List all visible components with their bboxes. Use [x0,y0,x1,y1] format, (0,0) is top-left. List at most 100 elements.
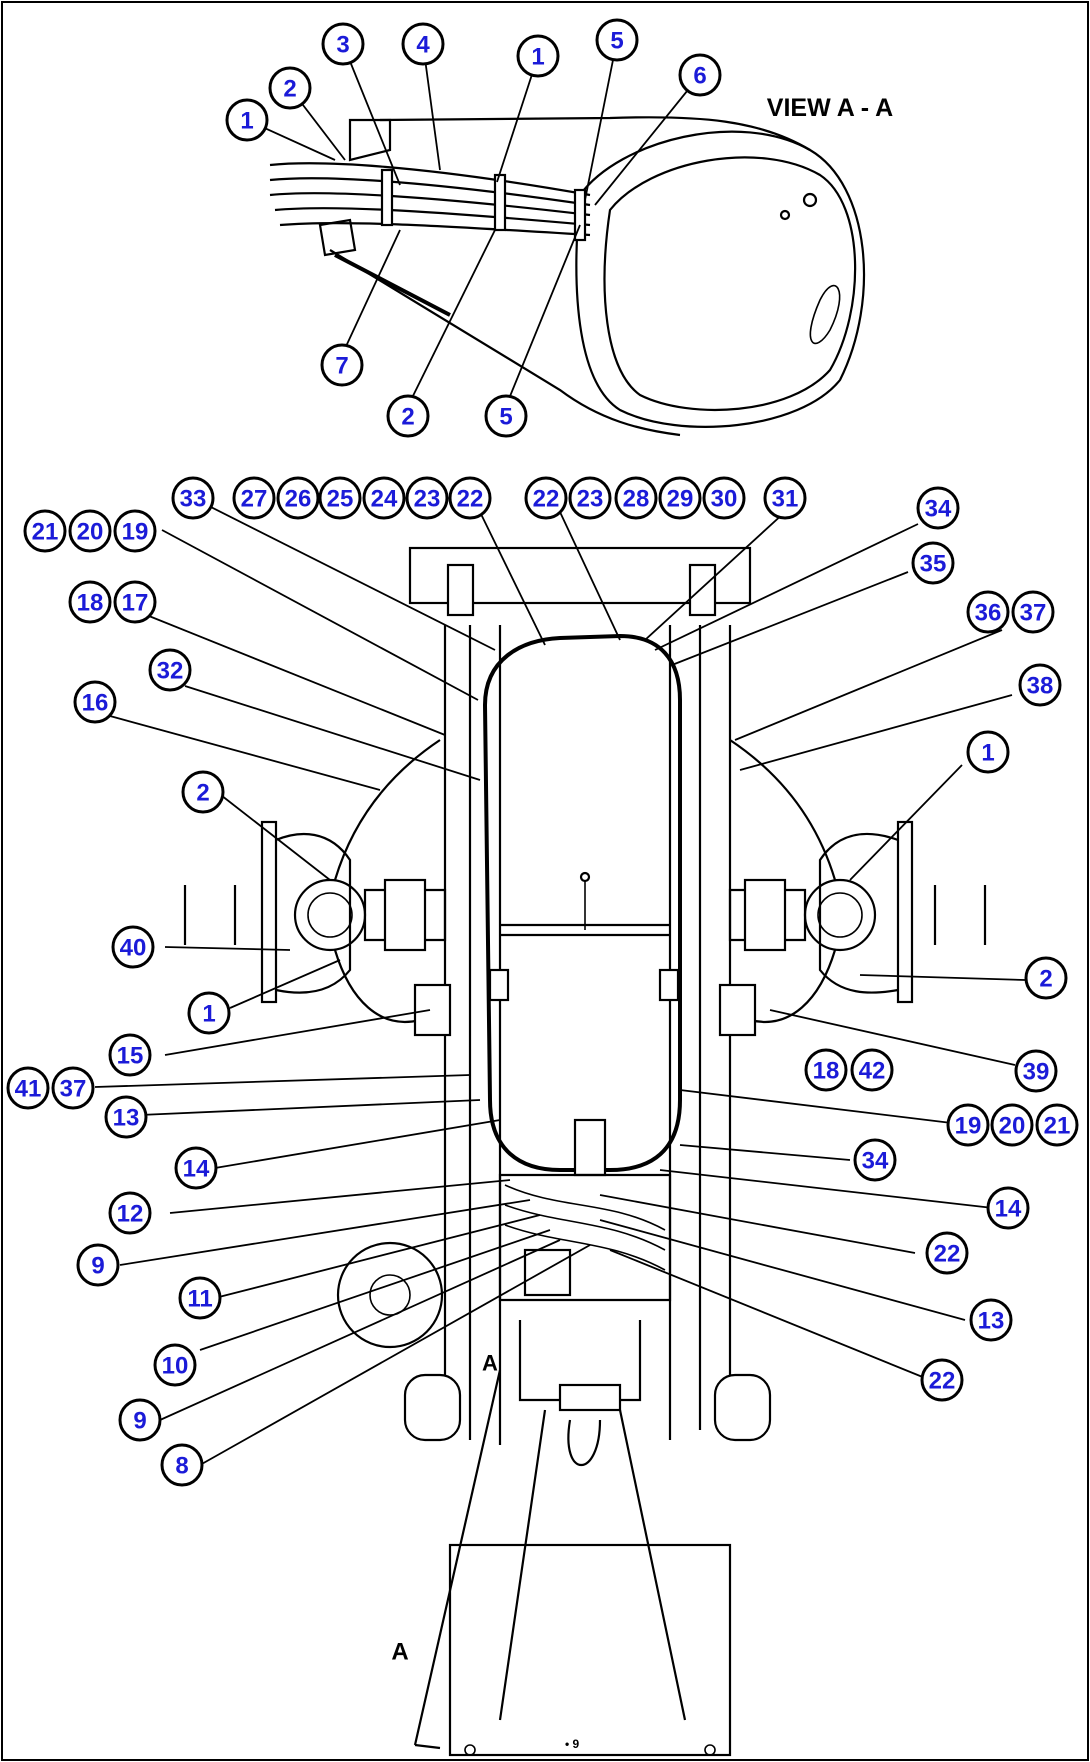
callout-36: 36 [966,590,1010,634]
callout-34: 34 [916,486,960,530]
callout-19: 19 [946,1103,990,1147]
callout-circle [401,22,445,66]
callout-12: 12 [108,1191,152,1235]
callout-label: 28 [623,486,650,513]
callout-label: 13 [978,1308,1005,1335]
callout-circle [1035,1103,1079,1147]
callout-9: 9 [118,1398,162,1442]
callout-22: 22 [448,476,492,520]
callout-27: 27 [232,476,276,520]
callout-label: 20 [999,1113,1026,1140]
callout-circle [148,648,192,692]
callout-1: 1 [187,991,231,1035]
callout-34: 34 [853,1138,897,1182]
callout-label: 22 [533,486,560,513]
callout-label: 12 [117,1201,144,1228]
callout-label: 19 [955,1113,982,1140]
callout-28: 28 [614,476,658,520]
callout-circle [969,1298,1013,1342]
callout-label: 39 [1023,1059,1050,1086]
callout-37: 37 [51,1066,95,1110]
callout-9: 9 [76,1243,120,1287]
callout-circle [181,770,225,814]
callout-14: 14 [986,1186,1030,1230]
callout-circle [920,1358,964,1402]
callout-label: 22 [929,1368,956,1395]
callout-circle [276,476,320,520]
callout-16: 16 [73,680,117,724]
view-title: VIEW A - A [767,94,893,122]
callout-label: 29 [667,486,694,513]
callout-label: 37 [1020,600,1047,627]
callout-2: 2 [1024,956,1068,1000]
callout-circle [516,34,560,78]
callout-circle [174,1146,218,1190]
callout-18: 18 [68,580,112,624]
callout-circle [702,476,746,520]
machine-plan-drawing: • 9 [183,546,987,1757]
callout-label: 2 [401,404,414,431]
callout-circle [153,1343,197,1387]
callout-label: 14 [995,1196,1022,1223]
callout-label: 40 [120,935,147,962]
callout-circle [76,1243,120,1287]
callout-label: 2 [1039,966,1052,993]
callout-circle [986,1186,1030,1230]
callout-40: 40 [111,925,155,969]
callout-label: 26 [285,486,312,513]
callout-label: 33 [180,486,207,513]
callout-circle [568,476,612,520]
callout-5: 5 [484,394,528,438]
callout-21: 21 [23,509,67,553]
callout-25: 25 [318,476,362,520]
callout-circle [405,476,449,520]
callout-label: 41 [15,1076,42,1103]
callout-37: 37 [1011,590,1055,634]
callout-label: 22 [934,1241,961,1268]
callout-circle [178,1276,222,1320]
callout-10: 10 [153,1343,197,1387]
callout-circle [68,509,112,553]
callout-label: 6 [693,63,706,90]
callout-3: 3 [321,22,365,66]
callout-circle [68,580,112,624]
callout-circle [850,1048,894,1092]
callout-label: 25 [327,486,354,513]
callout-label: 27 [241,486,268,513]
callout-22: 22 [920,1358,964,1402]
callout-circle [118,1398,162,1442]
callout-circle [911,541,955,585]
callout-label: 1 [240,108,253,135]
callout-label: 37 [60,1076,87,1103]
callout-38: 38 [1018,663,1062,707]
callout-label: 5 [499,404,512,431]
callout-17: 17 [113,580,157,624]
callout-circle [73,680,117,724]
callout-circle [990,1103,1034,1147]
callout-18: 18 [804,1048,848,1092]
callout-circle [108,1033,152,1077]
callout-2: 2 [386,394,430,438]
svg-text:• 9: • 9 [565,1737,580,1751]
callout-circle [946,1103,990,1147]
callout-22: 22 [925,1231,969,1275]
callout-circle [225,98,269,142]
callout-circle [763,476,807,520]
callout-circle [804,1048,848,1092]
callout-23: 23 [568,476,612,520]
callout-label: 1 [202,1001,215,1028]
callout-label: 32 [157,658,184,685]
callout-circle [51,1066,95,1110]
callout-22: 22 [524,476,568,520]
callout-33: 33 [171,476,215,520]
callout-label: 21 [1044,1113,1071,1140]
section-marker-top: A [482,1351,498,1376]
callout-label: 21 [32,519,59,546]
callout-14: 14 [174,1146,218,1190]
callout-label: 4 [416,32,430,59]
callout-label: 3 [336,32,349,59]
callout-label: 17 [122,590,149,617]
callout-circle [678,53,722,97]
